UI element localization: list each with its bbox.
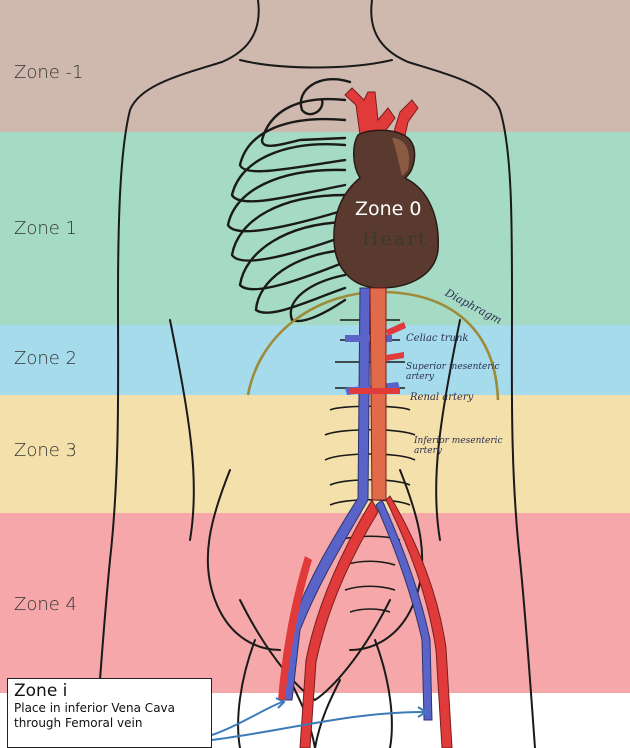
zone-2-label: Zone 2 bbox=[14, 348, 77, 369]
renal-artery-label: Renal artery bbox=[410, 393, 473, 403]
zone-4-label: Zone 4 bbox=[14, 594, 77, 615]
callout-line-1: Place in inferior Vena Cava bbox=[14, 701, 205, 716]
zone-minus1-label: Zone -1 bbox=[14, 62, 84, 83]
celiac-trunk-label: Celiac trunk bbox=[406, 334, 468, 344]
inferior-mesenteric-label: Inferior mesenteric artery bbox=[414, 436, 514, 456]
ribcage bbox=[228, 79, 350, 321]
zone-1-label: Zone 1 bbox=[14, 218, 77, 239]
zone-i-callout: Zone i Place in inferior Vena Cava throu… bbox=[7, 678, 212, 748]
callout-title: Zone i bbox=[14, 681, 205, 701]
superior-mesenteric-label: Superior mesenteric artery bbox=[406, 362, 506, 382]
callout-line-2: through Femoral vein bbox=[14, 716, 205, 731]
zone-0-label: Zone 0 bbox=[355, 198, 422, 220]
zone-3-label: Zone 3 bbox=[14, 440, 77, 461]
heart-label: Heart bbox=[362, 228, 428, 250]
